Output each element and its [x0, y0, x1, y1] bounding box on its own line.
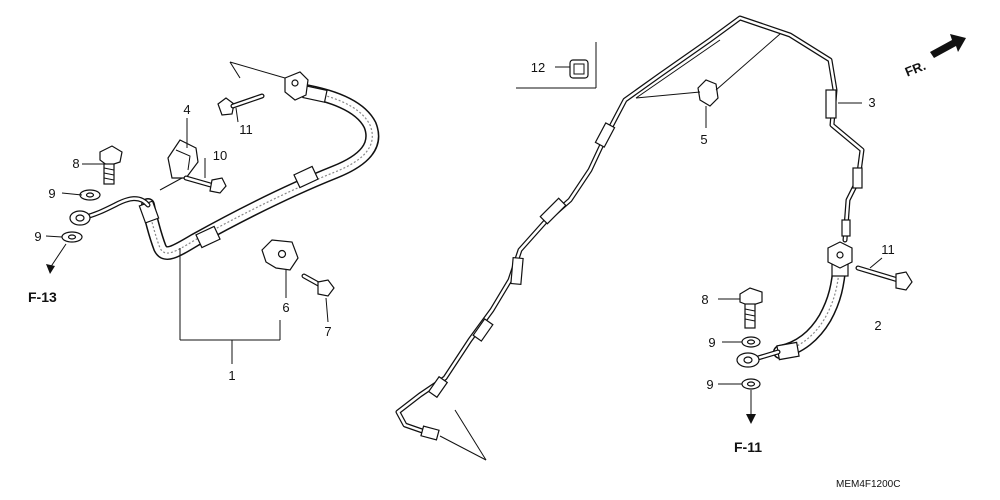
- bolt-7: [301, 273, 335, 297]
- bolt-11-right: [855, 265, 913, 291]
- reference-f13: F-13: [28, 289, 57, 305]
- callout-9-left-lower: 9: [34, 229, 41, 244]
- drawing-code: MEM4F1200C: [836, 479, 900, 490]
- clip-12: [569, 59, 589, 79]
- leaders-right: [718, 257, 883, 424]
- bracket-6: [261, 239, 299, 271]
- callout-3: 3: [868, 95, 875, 110]
- clip-12-frame: [516, 42, 597, 89]
- callout-1: 1: [228, 368, 235, 383]
- callout-11-right: 11: [881, 242, 895, 257]
- callout-12: 12: [531, 60, 545, 75]
- bolt-8-left: [99, 145, 123, 185]
- callout-6: 6: [282, 300, 289, 315]
- leaders-center: [439, 33, 862, 461]
- callout-5: 5: [700, 132, 707, 147]
- clamp-4: [167, 139, 199, 179]
- bolt-10: [183, 175, 227, 194]
- fr-arrow-icon: [930, 34, 966, 58]
- bolt-8-right: [739, 287, 763, 329]
- brake-hose-2: [755, 255, 849, 361]
- callout-8-right: 8: [701, 292, 708, 307]
- callout-2: 2: [874, 318, 881, 333]
- callout-9-right-lower: 9: [706, 377, 713, 392]
- callout-9-right-upper: 9: [708, 335, 715, 350]
- brake-hose-1: [79, 83, 380, 260]
- callout-7: 7: [324, 324, 331, 339]
- banjo-eye-left: [69, 210, 91, 226]
- hose-lower-fitting: [827, 241, 853, 269]
- hose-upper-fitting: [284, 71, 309, 101]
- washer-9-left-lower: [61, 231, 83, 243]
- leaders-left: [45, 61, 329, 364]
- callout-10: 10: [213, 148, 227, 163]
- washer-9-right-upper: [741, 336, 761, 348]
- callout-11-left: 11: [239, 122, 253, 137]
- brake-pipe-main: [395, 15, 865, 441]
- washer-9-left-upper: [79, 189, 101, 201]
- callout-4: 4: [183, 102, 190, 117]
- front-direction-label: FR.: [903, 58, 928, 80]
- callout-9-left-upper: 9: [48, 186, 55, 201]
- bolt-11-left: [217, 93, 265, 116]
- washer-9-right-lower: [741, 378, 761, 390]
- callout-8-left: 8: [72, 156, 79, 171]
- clamp-5: [697, 79, 719, 107]
- reference-f11: F-11: [734, 439, 762, 455]
- banjo-eye-right: [736, 352, 760, 368]
